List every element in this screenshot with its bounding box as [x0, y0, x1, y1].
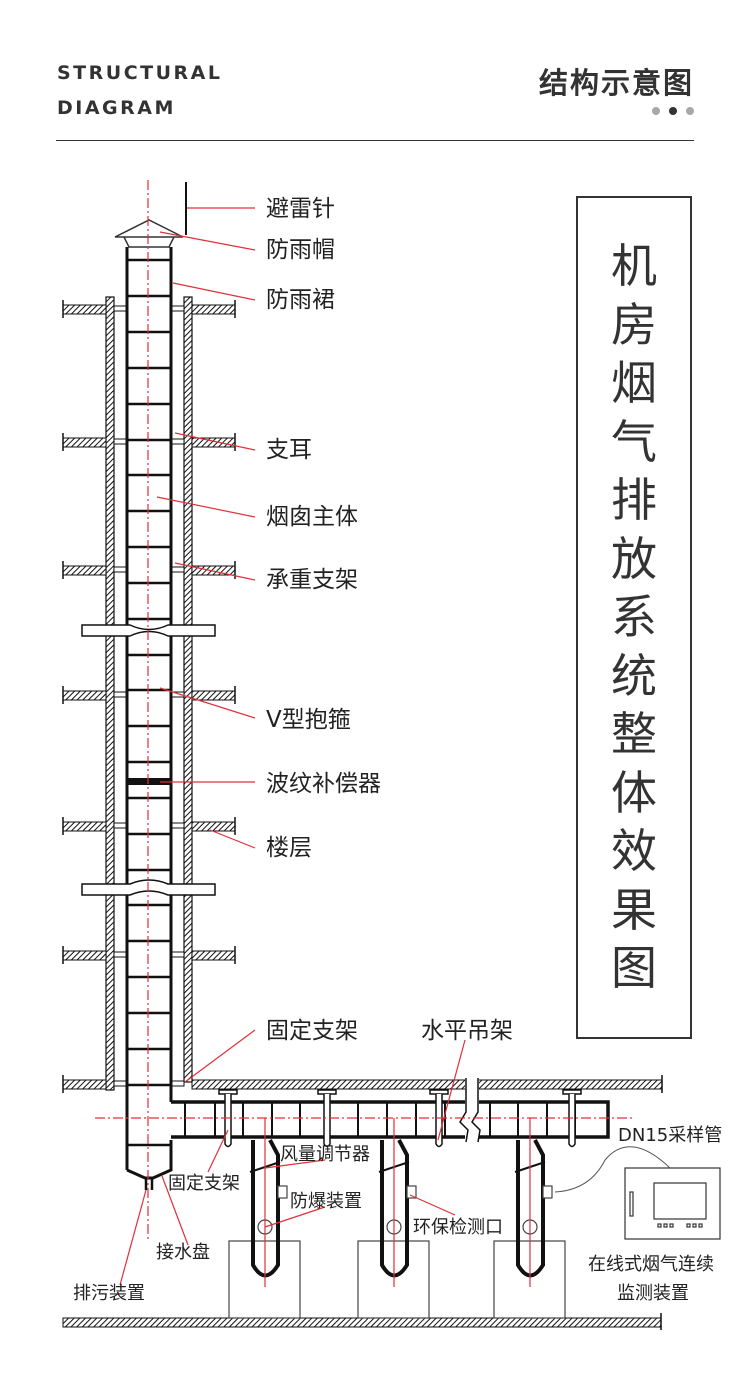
title-char: 整 — [611, 707, 657, 762]
title-char: 果 — [611, 882, 657, 937]
label-fixed-bracket-bottom: 固定支架 — [168, 1173, 240, 1194]
label-rain-skirt: 防雨裙 — [266, 287, 335, 313]
leader-lines — [119, 207, 466, 1286]
label-support-ear: 支耳 — [266, 437, 312, 463]
label-chimney-body: 烟囱主体 — [266, 504, 358, 530]
label-monitor-line2: 监测装置 — [617, 1283, 689, 1304]
centerlines — [95, 180, 635, 1240]
header-title-en-line2: DIAGRAM — [57, 97, 176, 119]
header-divider — [56, 140, 694, 141]
header-title-cn: 结构示意图 — [538, 66, 694, 100]
title-char: 图 — [611, 941, 657, 996]
label-sampling-pipe: DN15采样管 — [618, 1125, 722, 1146]
pipe-centerlines — [264, 1118, 531, 1287]
title-char: 统 — [611, 648, 657, 703]
label-fixed-bracket-top: 固定支架 — [266, 1018, 358, 1044]
title-char: 房 — [611, 297, 657, 352]
diagram-labels-small: DN15采样管 风量调节器 固定支架 防爆装置 环保检测口 接水盘 排污装置 在… — [73, 1125, 722, 1304]
pager-dots — [652, 107, 694, 115]
label-bellows-compensator: 波纹补偿器 — [266, 771, 381, 797]
rain-cap — [114, 182, 187, 248]
header-title-en-line1: STRUCTURAL — [57, 62, 223, 84]
title-char: 体 — [611, 765, 657, 820]
bellows-compensator — [127, 778, 171, 785]
pager-dot-1 — [652, 107, 660, 115]
equipment-units — [228, 1138, 567, 1320]
label-rain-cap: 防雨帽 — [266, 237, 335, 263]
label-env-test-port: 环保检测口 — [413, 1217, 503, 1238]
pager-dot-2 — [669, 107, 677, 115]
label-load-bracket: 承重支架 — [266, 567, 358, 593]
label-monitor-line1: 在线式烟气连续 — [588, 1254, 714, 1275]
label-explosion-proof: 防爆装置 — [290, 1191, 362, 1212]
label-floor: 楼层 — [266, 835, 312, 861]
label-horizontal-hanger: 水平吊架 — [421, 1018, 513, 1044]
title-char: 气 — [611, 414, 657, 469]
online-monitor-device — [554, 1146, 721, 1240]
title-char: 效 — [611, 824, 657, 879]
label-drip-tray: 接水盘 — [156, 1242, 210, 1263]
label-v-clamp: V型抱箍 — [266, 707, 351, 733]
title-char: 放 — [611, 531, 657, 586]
pager-dot-3 — [686, 107, 694, 115]
label-lightning-rod: 避雷针 — [266, 196, 335, 222]
chimney-body — [125, 247, 173, 1190]
vertical-title-box: 机 房 烟 气 排 放 系 统 整 体 效 果 图 — [576, 196, 692, 1039]
diagram-labels: 避雷针 防雨帽 防雨裙 支耳 烟囱主体 承重支架 V型抱箍 波纹补偿器 楼层 固… — [266, 196, 513, 1044]
label-air-damper: 风量调节器 — [280, 1144, 370, 1165]
floor-slabs — [62, 300, 663, 1330]
horizontal-duct — [171, 1078, 610, 1148]
title-char: 机 — [611, 239, 657, 294]
title-char: 烟 — [611, 356, 657, 411]
title-char: 系 — [611, 590, 657, 645]
title-char: 排 — [611, 473, 657, 528]
label-drain-device: 排污装置 — [73, 1283, 145, 1304]
